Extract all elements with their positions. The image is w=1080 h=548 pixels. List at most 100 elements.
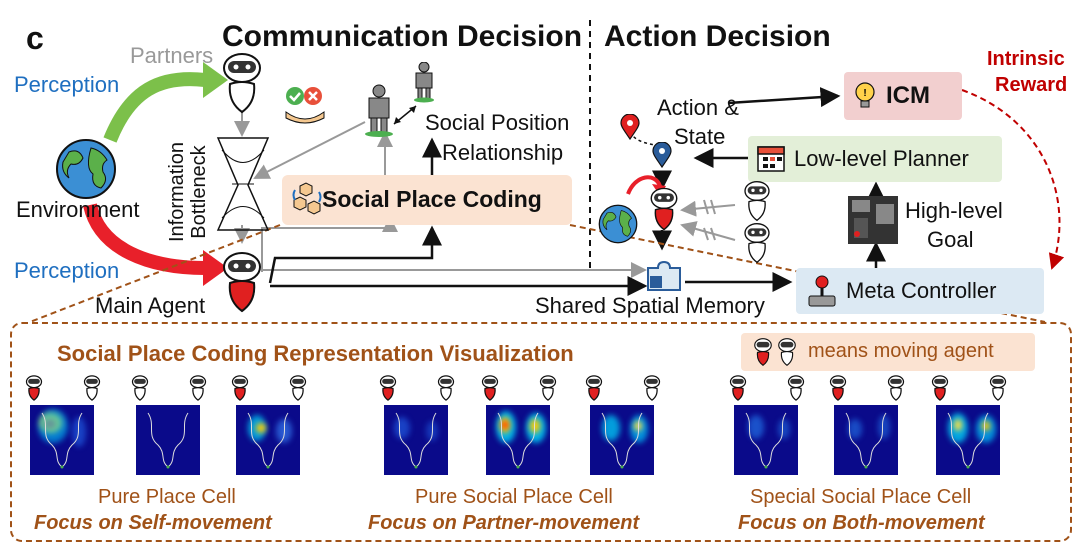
high-level-goal-label-1: High-level [905, 198, 1003, 223]
robot-icon [288, 375, 308, 406]
heatmap-blob [778, 419, 790, 439]
trajectory-lines [147, 412, 189, 469]
heatmap-panel [384, 405, 448, 475]
information-bottleneck-label: Information Bottleneck [166, 141, 210, 243]
robot-icon [642, 375, 662, 406]
robot-icon [988, 375, 1008, 406]
communication-header: Communication Decision [222, 20, 583, 53]
partners-label: Partners [130, 43, 214, 68]
robot-icon [786, 375, 806, 406]
social-position-label-1: Social Position [425, 110, 570, 135]
trajectory-lines [947, 412, 989, 469]
environment-label: Environment [16, 197, 140, 222]
lightbulb-icon: ! [855, 82, 875, 108]
low-level-planner-label: Low-level Planner [794, 146, 969, 171]
legend-label: means moving agent [808, 340, 994, 362]
heatmap-blob [256, 423, 266, 433]
heatmap-panel [486, 405, 550, 475]
hex-network-icon [292, 182, 322, 215]
heatmap-panel [834, 405, 898, 475]
icm-label: ICM [886, 82, 930, 109]
trajectory-lines [497, 412, 539, 469]
action-state-label-1: Action & [657, 95, 739, 120]
grid-map-icon [848, 196, 898, 244]
relation-arrow [393, 105, 417, 125]
social-place-coding-box [282, 175, 572, 225]
hourglass-icon [216, 137, 270, 231]
meta-controller-box [796, 268, 1044, 314]
check-cross-hands-icon [285, 87, 325, 124]
intrinsic-reward-label-1: Intrinsic [987, 48, 1065, 70]
action-state-label-2: State [674, 124, 726, 149]
heatmap-blob [954, 419, 962, 431]
globe-icon [56, 139, 116, 199]
visualization-panel [10, 322, 1072, 542]
heatmap-blob [602, 415, 620, 441]
trajectory-lines [395, 412, 437, 469]
trajectory-lines [601, 412, 643, 469]
heatmap-blob [878, 415, 890, 439]
heatmap-blob [502, 421, 508, 429]
robot-icon [584, 375, 604, 406]
partner-robot-icon [744, 181, 770, 222]
robot-icon [82, 375, 102, 406]
meta-controller-label: Meta Controller [846, 278, 997, 303]
group-2-focus: Focus on Partner-movement [368, 512, 640, 534]
heatmap-panel [30, 405, 94, 475]
group-1-focus: Focus on Self-movement [34, 512, 272, 534]
heatmap-panel [590, 405, 654, 475]
panel-letter: c [26, 20, 44, 56]
social-position-label-2: Relationship [442, 140, 564, 165]
trajectory-lines [845, 412, 887, 469]
shared-spatial-memory-label: Shared Spatial Memory [535, 293, 765, 318]
location-pin-icon [620, 114, 640, 140]
agent-robot-icon [650, 187, 678, 231]
main-agent-label: Main Agent [95, 293, 206, 318]
partner-robot-icon [744, 223, 770, 264]
robot-icon [230, 375, 250, 406]
robot-icon [538, 375, 558, 406]
robot-icon [828, 375, 848, 406]
heatmap-blob [982, 421, 990, 431]
heatmap-blob [634, 421, 642, 431]
person-icon [365, 84, 393, 137]
visualization-title: Social Place Coding Representation Visua… [57, 341, 574, 366]
red-perception-arrow [83, 203, 206, 275]
svg-text:!: ! [863, 88, 866, 99]
green-perception-arrow [103, 72, 206, 143]
legend-moving-agent-icon [778, 338, 796, 366]
intrinsic-reward-label-2: Reward [995, 74, 1068, 96]
high-level-goal-label-2: Goal [927, 227, 974, 252]
robot-icon [480, 375, 500, 406]
perception-bottom-label: Perception [14, 258, 120, 283]
heatmap-panel [136, 405, 200, 475]
perception-top-label: Perception [14, 72, 120, 97]
robot-icon [930, 375, 950, 406]
globe-icon [598, 204, 638, 244]
robot-icon [886, 375, 906, 406]
heatmap-panel [236, 405, 300, 475]
group-2-name: Pure Social Place Cell [415, 486, 613, 508]
heatmap-blob [394, 417, 410, 439]
heatmap-blob [72, 417, 86, 447]
intrinsic-reward-arrow [961, 89, 1065, 270]
joystick-icon [808, 275, 836, 307]
group-3-name: Special Social Place Cell [750, 486, 972, 508]
puzzle-icon [647, 260, 681, 291]
robot-icon [436, 375, 456, 406]
social-place-coding-label: Social Place Coding [322, 186, 542, 212]
robot-icon [728, 375, 748, 406]
heatmap-panel [936, 405, 1000, 475]
low-level-planner-box [748, 136, 1002, 182]
action-header: Action Decision [604, 20, 831, 53]
partner-robot-icon [223, 53, 261, 114]
trajectory-lines [745, 412, 787, 469]
location-pin-icon [652, 142, 672, 168]
heatmap-blob [748, 415, 764, 439]
calendar-icon [757, 146, 785, 172]
robot-icon [24, 375, 44, 406]
heatmap-blob [848, 419, 862, 439]
trajectory-lines [247, 412, 289, 469]
heatmap-panel [734, 405, 798, 475]
